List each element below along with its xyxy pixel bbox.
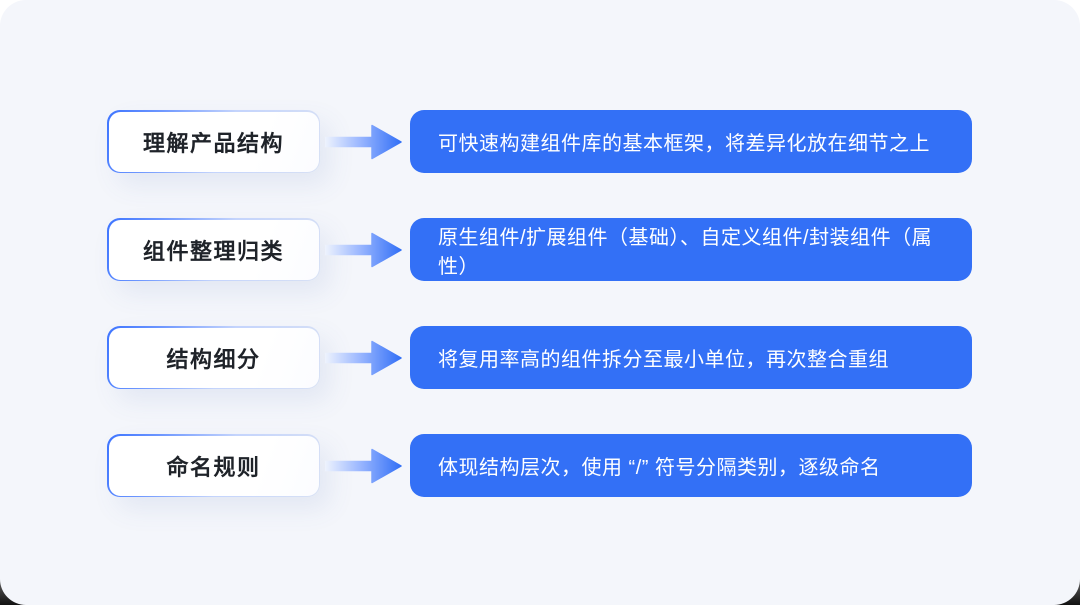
step-description-box: 将复用率高的组件拆分至最小单位，再次整合重组 <box>410 326 972 389</box>
step-description: 体现结构层次，使用 “/” 符号分隔类别，逐级命名 <box>438 457 881 479</box>
step-label-box: 理解产品结构 <box>107 110 320 173</box>
step-label: 命名规则 <box>108 435 319 496</box>
step-description: 可快速构建组件库的基本框架，将差异化放在细节之上 <box>438 133 930 155</box>
right-arrow-icon <box>325 340 402 375</box>
step-label: 组件整理归类 <box>108 219 319 280</box>
step-label: 结构细分 <box>108 327 319 388</box>
flow-rows: 理解产品结构 可快速构建组件库的基本框架，将差异化放在细节之上 组件整理归类 原… <box>107 110 972 497</box>
flow-row-1: 理解产品结构 可快速构建组件库的基本框架，将差异化放在细节之上 <box>107 110 972 173</box>
step-description-box: 可快速构建组件库的基本框架，将差异化放在细节之上 <box>410 110 972 173</box>
right-arrow-icon <box>325 124 402 159</box>
step-description-box: 原生组件/扩展组件（基础）、自定义组件/封装组件（属性） <box>410 218 972 281</box>
flow-row-2: 组件整理归类 原生组件/扩展组件（基础）、自定义组件/封装组件（属性） <box>107 218 972 281</box>
flow-row-3: 结构细分 将复用率高的组件拆分至最小单位，再次整合重组 <box>107 326 972 389</box>
right-arrow-icon <box>325 232 402 267</box>
step-description: 将复用率高的组件拆分至最小单位，再次整合重组 <box>438 349 889 371</box>
step-label-box: 组件整理归类 <box>107 218 320 281</box>
step-label-box: 结构细分 <box>107 326 320 389</box>
step-description: 原生组件/扩展组件（基础）、自定义组件/封装组件（属性） <box>438 226 933 278</box>
step-description-box: 体现结构层次，使用 “/” 符号分隔类别，逐级命名 <box>410 434 972 497</box>
flow-row-4: 命名规则 体现结构层次，使用 “/” 符号分隔类别，逐级命名 <box>107 434 972 497</box>
step-label: 理解产品结构 <box>108 111 319 172</box>
step-label-box: 命名规则 <box>107 434 320 497</box>
right-arrow-icon <box>325 448 402 483</box>
